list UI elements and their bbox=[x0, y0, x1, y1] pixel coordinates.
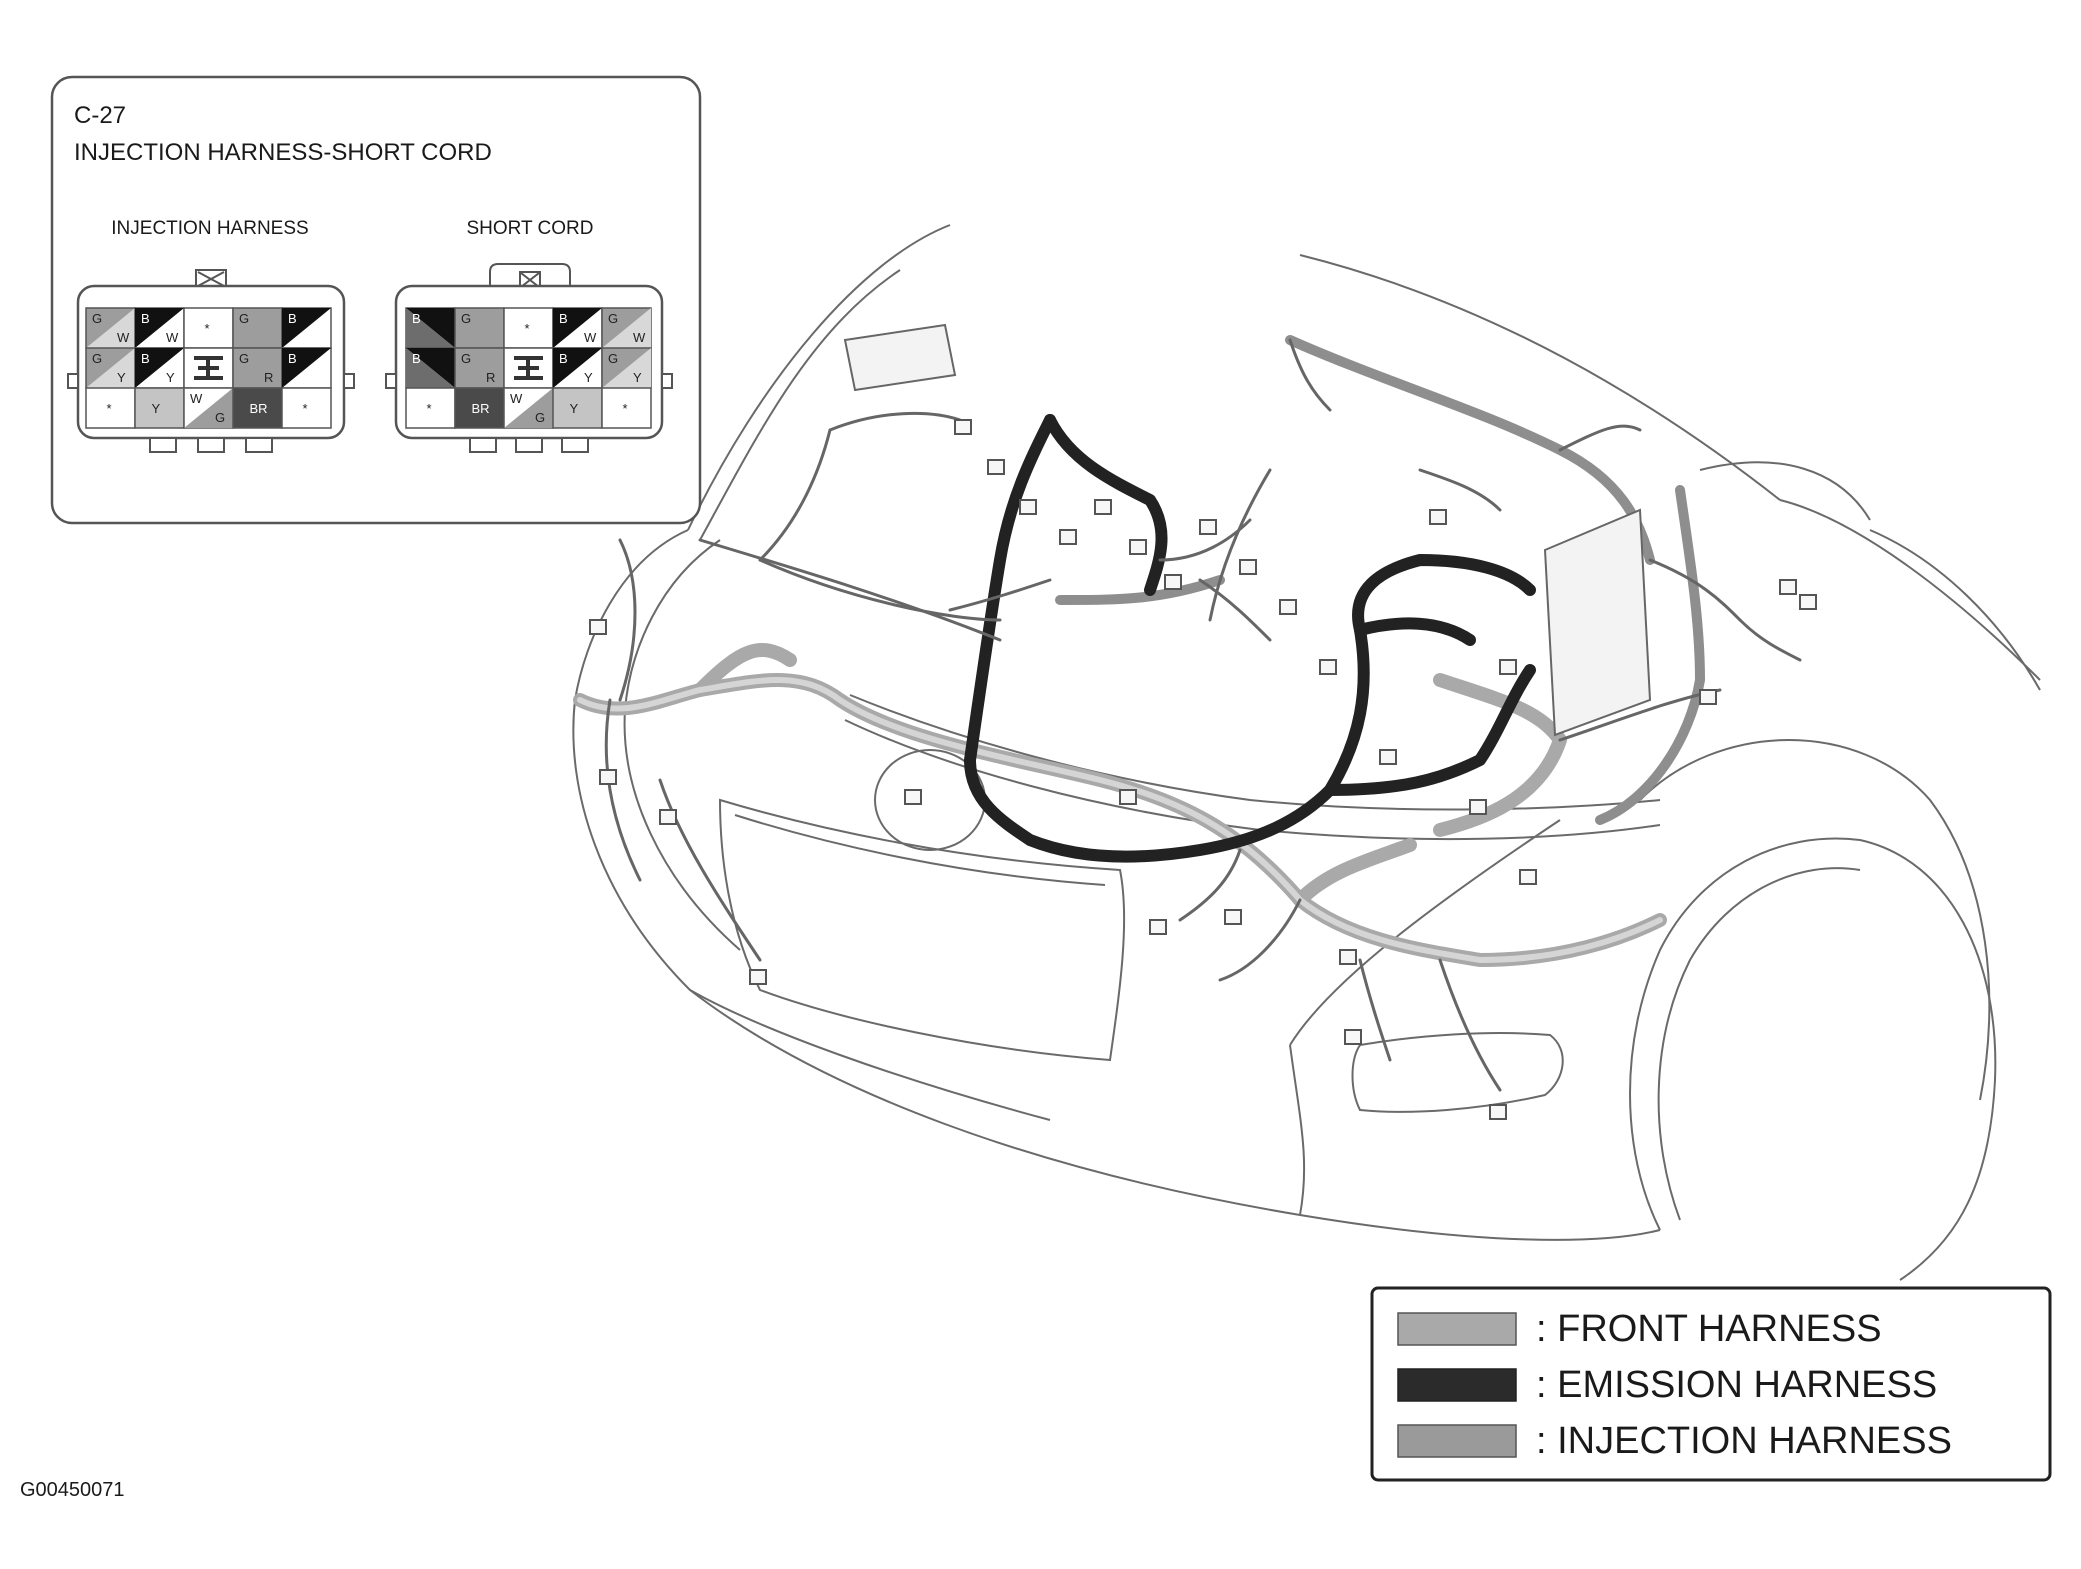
legend-swatch-emission bbox=[1397, 1368, 1517, 1402]
connector-blocks bbox=[589, 419, 1817, 1120]
right-pin-top-label: G bbox=[461, 311, 471, 326]
left-pin-top-label: G bbox=[92, 351, 102, 366]
right-pin-2-3: Y bbox=[552, 387, 603, 429]
right-pin-top-label: B bbox=[412, 311, 421, 326]
left-pin-bottom-label: W bbox=[117, 330, 130, 345]
left-pin-1-3: GR bbox=[232, 347, 283, 389]
left-pin-2-2: WG bbox=[183, 387, 234, 429]
right-pin-1-4: GY bbox=[601, 347, 652, 389]
right-pin-top-label: B bbox=[559, 311, 568, 326]
left-pin-0-2: * bbox=[183, 307, 234, 349]
left-pin-0-3: G bbox=[232, 307, 283, 349]
connector-callout: C-27 INJECTION HARNESS-SHORT CORD INJECT… bbox=[50, 75, 702, 525]
right-pin-0-1: G bbox=[454, 307, 505, 349]
component-boxes bbox=[843, 323, 1652, 737]
right-pin-2-4: * bbox=[601, 387, 652, 429]
left-pin-top-label: B bbox=[141, 351, 150, 366]
right-pin-2-0: * bbox=[405, 387, 456, 429]
car-body-outline bbox=[572, 224, 2041, 1281]
right-pin-0-3: BW bbox=[552, 307, 603, 349]
front-harness-inner bbox=[577, 677, 1663, 964]
left-pin-1-2 bbox=[183, 347, 234, 389]
left-pin-top-label: G bbox=[239, 311, 249, 326]
right-pin-top-label: * bbox=[525, 321, 530, 336]
right-pin-1-1: GR bbox=[454, 347, 505, 389]
left-pin-bottom-label: W bbox=[166, 330, 179, 345]
right-pin-2-1: BR bbox=[454, 387, 505, 429]
right-pin-top-label: * bbox=[427, 401, 432, 416]
left-pin-2-4: * bbox=[281, 387, 332, 429]
left-pin-top-label: * bbox=[303, 401, 308, 416]
right-pin-top-label: B bbox=[559, 351, 568, 366]
right-pin-top-label: B bbox=[412, 351, 421, 366]
left-pin-top-label: G bbox=[239, 351, 249, 366]
right-pin-bottom-label: G bbox=[535, 410, 545, 425]
left-pin-top-label: * bbox=[107, 401, 112, 416]
right-pin-bottom-label: R bbox=[486, 370, 495, 385]
left-pin-0-0: GW bbox=[85, 307, 136, 349]
right-pin-top-label: Y bbox=[570, 401, 579, 416]
left-pin-top-label: B bbox=[141, 311, 150, 326]
left-pin-top-label: B bbox=[288, 311, 297, 326]
right-pin-top-label: W bbox=[510, 391, 523, 406]
right-pin-0-2: * bbox=[503, 307, 554, 349]
right-pin-1-2 bbox=[503, 347, 554, 389]
right-pin-top-label: G bbox=[608, 311, 618, 326]
right-pin-top-label: G bbox=[608, 351, 618, 366]
left-pin-2-1: Y bbox=[134, 387, 185, 429]
ecu-box bbox=[1543, 508, 1652, 737]
legend-label-front: : FRONT HARNESS bbox=[1536, 1308, 1882, 1350]
left-pin-bottom-label: G bbox=[215, 410, 225, 425]
right-pin-1-3: BY bbox=[552, 347, 603, 389]
left-pin-2-3: BR bbox=[232, 387, 283, 429]
right-pin-bottom-label: Y bbox=[633, 370, 642, 385]
left-pin-2-0: * bbox=[85, 387, 136, 429]
left-pin-bottom-label: Y bbox=[117, 370, 126, 385]
left-pin-top-label: Y bbox=[152, 401, 161, 416]
left-pin-1-4: B bbox=[281, 347, 332, 389]
right-pin-top-label: * bbox=[623, 401, 628, 416]
relay-box bbox=[843, 323, 957, 392]
left-pin-top-label: W bbox=[190, 391, 203, 406]
connector-title: INJECTION HARNESS-SHORT CORD bbox=[74, 139, 492, 166]
right-pin-bottom-label: Y bbox=[584, 370, 593, 385]
legend-swatch-injection bbox=[1397, 1424, 1517, 1458]
harness-legend: : FRONT HARNESS : EMISSION HARNESS : INJ… bbox=[1370, 1286, 2052, 1482]
right-pin-bottom-label: W bbox=[584, 330, 597, 345]
left-pin-bottom-label: R bbox=[264, 370, 273, 385]
connector-id: C-27 bbox=[74, 102, 126, 129]
left-pin-1-0: GY bbox=[85, 347, 136, 389]
legend-label-emission: : EMISSION HARNESS bbox=[1536, 1364, 1937, 1406]
branch-wires bbox=[604, 338, 1802, 1092]
left-pin-top-label: G bbox=[92, 311, 102, 326]
right-pin-bottom-label: W bbox=[633, 330, 646, 345]
left-pin-bottom-label: Y bbox=[166, 370, 175, 385]
right-pin-0-0: B bbox=[405, 307, 456, 349]
right-pin-1-0: B bbox=[405, 347, 456, 389]
figure-code: G00450071 bbox=[20, 1479, 125, 1501]
right-pin-top-label: G bbox=[461, 351, 471, 366]
legend-swatch-front bbox=[1397, 1312, 1517, 1346]
right-pin-0-4: GW bbox=[601, 307, 652, 349]
left-pin-0-1: BW bbox=[134, 307, 185, 349]
legend-label-injection: : INJECTION HARNESS bbox=[1536, 1420, 1952, 1462]
legend-frame bbox=[1370, 1286, 2052, 1482]
right-pin-2-2: WG bbox=[503, 387, 554, 429]
left-pin-top-label: B bbox=[288, 351, 297, 366]
left-pin-top-label: * bbox=[205, 321, 210, 336]
right-connector-label: SHORT CORD bbox=[466, 218, 593, 239]
left-pin-0-4: B bbox=[281, 307, 332, 349]
left-connector-label: INJECTION HARNESS bbox=[111, 218, 308, 239]
left-pin-top-label: BR bbox=[250, 401, 268, 416]
left-pin-1-1: BY bbox=[134, 347, 185, 389]
right-pin-top-label: BR bbox=[472, 401, 490, 416]
